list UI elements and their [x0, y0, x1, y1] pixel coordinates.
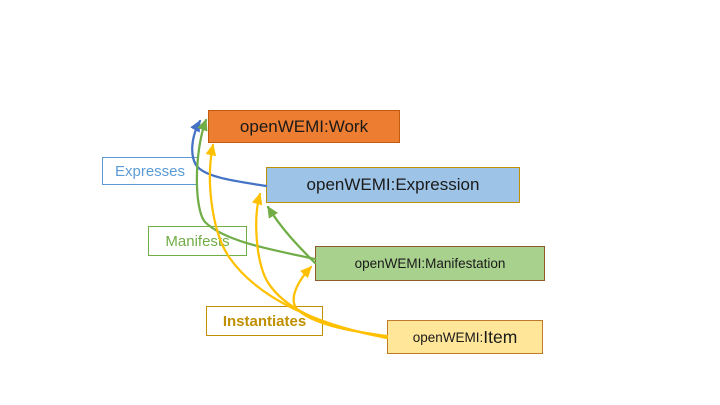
node-work-name: Work	[328, 116, 369, 136]
node-expression: openWEMI:Expression	[266, 167, 520, 203]
node-item: openWEMI:Item	[387, 320, 543, 354]
node-work: openWEMI:Work	[208, 110, 400, 143]
label-manifests: Manifests	[148, 226, 247, 256]
label-instantiates: Instantiates	[206, 306, 323, 336]
node-expression-prefix: openWEMI:	[306, 175, 396, 194]
edge-manifestation-manifests-expression	[266, 205, 317, 265]
node-item-name: Item	[483, 326, 518, 347]
label-expresses: Expresses	[102, 157, 198, 185]
node-manifestation: openWEMI:Manifestation	[315, 246, 545, 281]
node-manifestation-name: Manifestation	[425, 256, 506, 271]
node-manifestation-prefix: openWEMI:	[354, 256, 426, 271]
node-item-prefix: openWEMI:	[412, 329, 484, 345]
node-expression-name: Expression	[395, 175, 480, 194]
node-work-prefix: openWEMI:	[239, 116, 329, 136]
